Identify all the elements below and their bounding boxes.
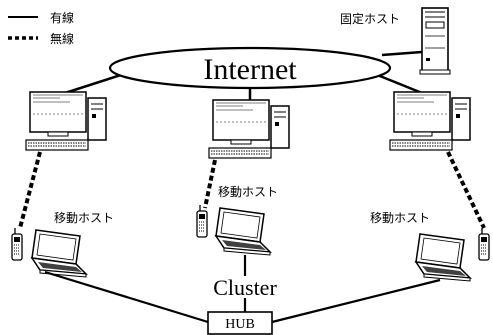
laptop-icon [215,207,271,256]
base-station-center [208,99,290,159]
laptop-icon [31,229,87,278]
desktop-computer-icon [389,91,471,151]
laptop-icon [415,233,471,282]
mobile-host-label-left: 移動ホスト [54,211,114,225]
legend: 有線 無線 [8,10,74,46]
desktop-computer-icon [25,91,107,151]
wireless-label: 無線 [50,31,74,46]
mobile-phone-icon [478,227,490,261]
internet-label: Internet [203,53,297,86]
base-station-left [25,91,107,151]
cluster-label: Cluster [213,275,277,300]
hub-box: HUB [207,311,273,335]
wireless-links [18,151,486,229]
tower-computer-icon [419,7,451,75]
internet-cloud: Internet [108,46,392,90]
hub-label: HUB [225,317,255,332]
desktop-computer-icon [208,99,290,159]
wired-label: 有線 [50,10,74,25]
fixed-host-label: 固定ホスト [340,11,400,26]
mobile-phone-icon [11,227,23,261]
base-station-right [389,91,471,151]
fixed-host: 固定ホスト [340,7,451,75]
mobile-phone-icon [196,204,208,238]
mobile-host-label-right: 移動ホスト [370,211,430,225]
mobile-host-label-center: 移動ホスト [218,185,278,199]
